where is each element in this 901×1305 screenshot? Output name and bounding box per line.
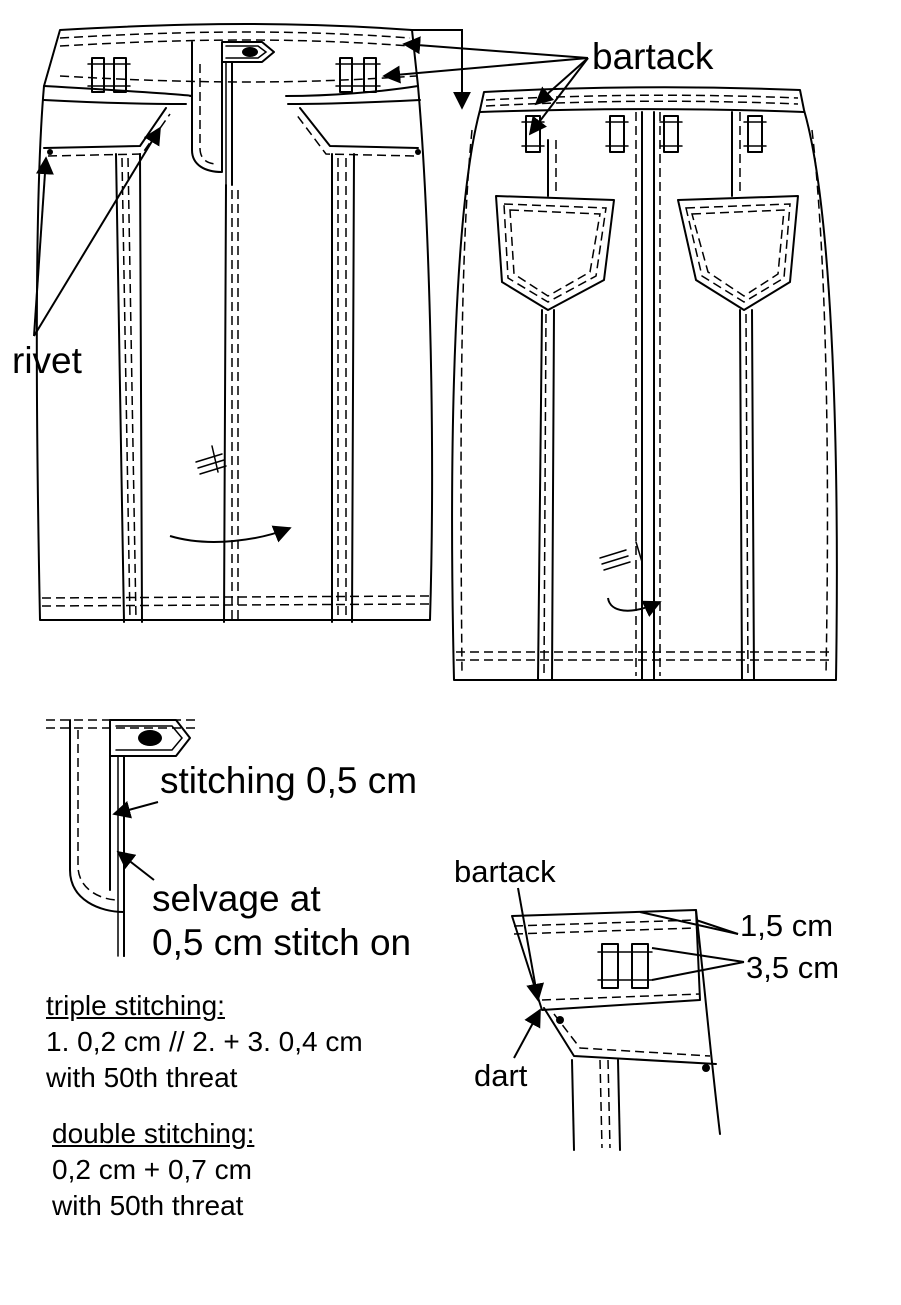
double-stitching-title: double stitching: — [52, 1118, 255, 1149]
bartack-leaders — [382, 29, 589, 136]
label-rivet: rivet — [12, 340, 82, 381]
triple-stitching-line1: 1. 0,2 cm // 2. + 3. 0,4 cm — [46, 1026, 363, 1057]
label-bartack-detail: bartack — [454, 854, 556, 889]
triple-stitching-line2: with 50th threat — [46, 1062, 238, 1093]
rivet-leaders — [33, 126, 161, 337]
fly-detail-drawing — [46, 719, 200, 957]
double-stitching-line1: 0,2 cm + 0,7 cm — [52, 1154, 252, 1185]
label-dim-loop: 3,5 cm — [746, 950, 840, 985]
back-skirt-drawing — [451, 86, 838, 681]
label-dim-waistband: 1,5 cm — [740, 908, 834, 943]
triple-stitching-title: triple stitching: — [46, 990, 225, 1021]
label-stitching: stitching 0,5 cm — [160, 760, 418, 801]
waistband-detail-drawing — [511, 887, 745, 1151]
label-bartack-top: bartack — [592, 36, 714, 77]
double-stitching-line2: with 50th threat — [52, 1190, 244, 1221]
label-dart: dart — [474, 1058, 528, 1093]
front-skirt-drawing — [35, 23, 434, 623]
label-selvage-line2: 0,5 cm stitch on — [152, 922, 412, 963]
label-selvage-line1: selvage at — [152, 878, 321, 919]
